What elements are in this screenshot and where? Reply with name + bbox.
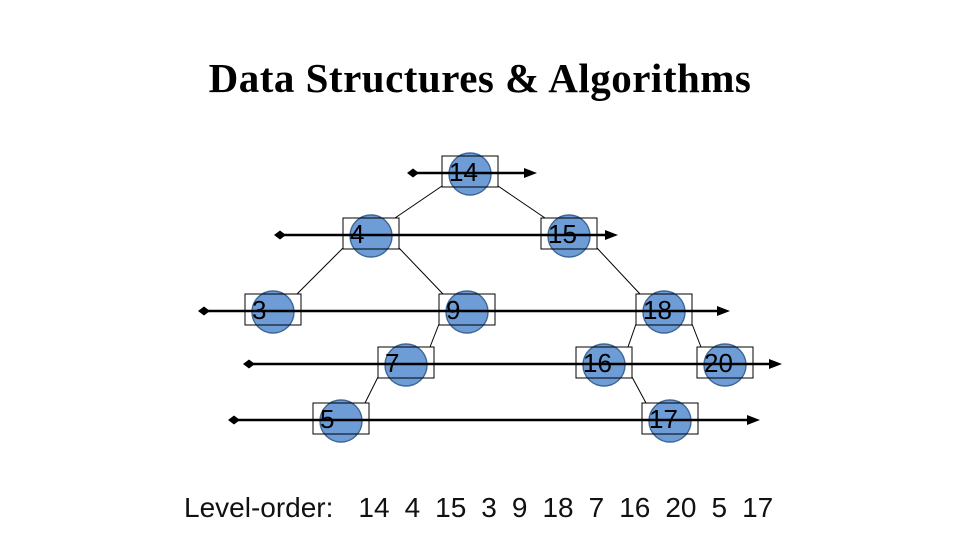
level-order-item: 4 <box>404 492 421 523</box>
node-labels: 14 4 15 3 9 18 7 16 20 5 17 <box>252 157 733 434</box>
slide-title: Data Structures & Algorithms <box>208 55 752 101</box>
tree-edge-4-3 <box>296 247 344 295</box>
level-order-item: 14 <box>358 492 390 523</box>
node-value-5: 5 <box>320 404 334 434</box>
tree-edge-4-9 <box>398 247 444 295</box>
diamond-icon <box>228 415 240 425</box>
scan-line-level-1 <box>407 168 537 178</box>
node-value-20: 20 <box>704 348 733 378</box>
scan-line-level-2 <box>274 230 618 240</box>
level-order-item: 15 <box>435 492 467 523</box>
tree-edge-18-16 <box>627 323 637 348</box>
node-box <box>438 293 496 326</box>
node-box <box>244 293 302 326</box>
level-scan-lines <box>198 168 782 425</box>
arrow-icon <box>524 168 537 178</box>
tree-edge-9-7 <box>429 323 440 348</box>
tree-edge-7-5 <box>364 376 379 404</box>
arrow-icon <box>769 359 782 369</box>
node-value-4: 4 <box>350 219 364 249</box>
scan-line-level-4 <box>243 359 782 369</box>
level-order-item: 17 <box>742 492 774 523</box>
node-box <box>312 402 370 435</box>
tree-edges <box>296 185 702 404</box>
arrow-icon <box>605 230 618 240</box>
node-value-3: 3 <box>252 295 266 325</box>
level-order-item: 20 <box>665 492 697 523</box>
level-order-item: 16 <box>619 492 651 523</box>
level-order-item: 3 <box>481 492 497 523</box>
node-box <box>635 293 693 326</box>
level-order-item: 9 <box>511 492 528 523</box>
scan-line-level-3 <box>198 306 730 316</box>
node-value-9: 9 <box>446 295 460 325</box>
level-order-item: 18 <box>542 492 574 523</box>
level-order-label: Level-order: <box>184 492 334 523</box>
arrow-icon <box>717 306 730 316</box>
level-order-item: 5 <box>711 492 728 523</box>
tree-edge-16-17 <box>631 376 647 404</box>
node-box <box>377 346 435 379</box>
node-box <box>696 346 754 379</box>
node-value-14: 14 <box>449 157 478 187</box>
level-order-item: 7 <box>588 492 605 523</box>
diamond-icon <box>243 359 255 369</box>
node-box <box>575 346 633 379</box>
tree-edge-14-15 <box>497 185 546 219</box>
arrow-icon <box>747 415 760 425</box>
tree-edge-15-18 <box>596 247 641 295</box>
node-value-7: 7 <box>385 348 399 378</box>
diamond-icon <box>274 230 286 240</box>
node-value-17: 17 <box>649 404 678 434</box>
tree-nodes <box>244 152 754 443</box>
node-value-18: 18 <box>643 295 672 325</box>
diamond-icon <box>198 306 210 316</box>
diamond-icon <box>407 168 419 178</box>
scan-line-level-5 <box>228 415 760 425</box>
tree-edge-18-20 <box>691 323 702 348</box>
tree-edge-14-4 <box>394 185 443 219</box>
node-box <box>641 402 699 435</box>
node-value-16: 16 <box>583 348 612 378</box>
node-box <box>342 217 400 250</box>
node-value-15: 15 <box>548 219 577 249</box>
node-box <box>441 155 499 188</box>
node-box <box>540 217 598 250</box>
